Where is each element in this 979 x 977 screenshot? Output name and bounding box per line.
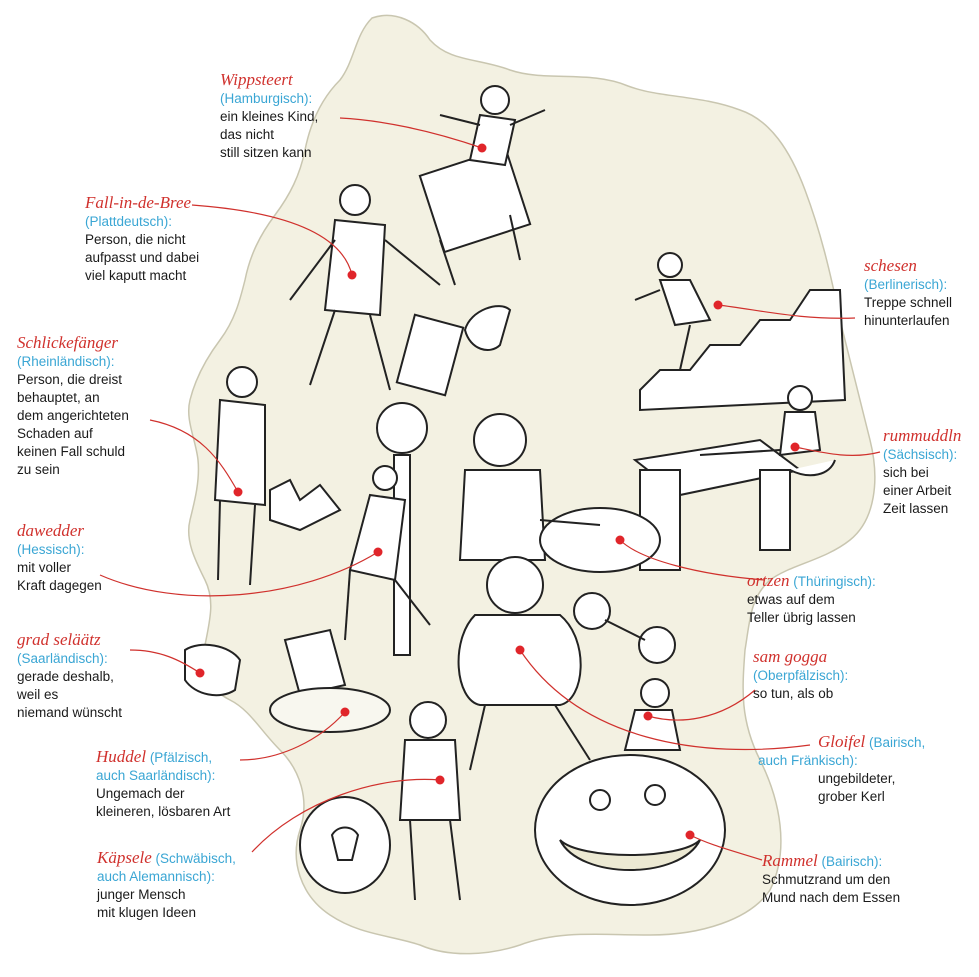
fat-man-scene (457, 556, 591, 771)
meaning-line: etwas auf dem (747, 592, 835, 607)
dialect-label: (Hessisch): (17, 542, 85, 557)
annotation-kaepsele: Käpsele (Schwäbisch, auch Alemannisch): … (97, 848, 236, 922)
term-label: Fall-in-de-Bree (85, 193, 192, 212)
man-desk-scene (632, 385, 836, 571)
meaning-line: dem angerichteten (17, 408, 129, 423)
man-plate-scene (458, 413, 661, 573)
annotation-wippsteert: Wippsteert (Hamburgisch): ein kleines Ki… (220, 70, 318, 162)
meaning-line: niemand wünscht (17, 705, 123, 720)
annotation-rammel: Rammel (Bairisch): Schmutzrand um den Mu… (762, 851, 900, 907)
dialect-label: (Plattdeutsch): (85, 214, 173, 229)
meaning-line: Ungemach der (96, 786, 185, 801)
man-egg-scene (213, 366, 342, 586)
term-label: Käpsele (97, 848, 152, 867)
term-label: Wippsteert (220, 70, 293, 89)
child-dumbbell-scene (573, 592, 682, 751)
term-label: Schlickefänger (17, 333, 119, 352)
meaning-line: ein kleines Kind, (220, 109, 319, 124)
annotation-rummuddln: rummuddln (Sächsisch): sich bei einer Ar… (883, 426, 961, 518)
meaning-line: still sitzen kann (220, 145, 312, 160)
meaning-line: Mund nach dem Essen (762, 890, 901, 905)
woman-stairs-scene (634, 252, 847, 412)
dialect-label: (Saarländisch): (17, 651, 108, 666)
meaning-line: das nicht (220, 127, 275, 142)
meaning-line: mit voller (17, 560, 72, 575)
term-label: ortzen (747, 571, 790, 590)
lamppost-scene (344, 402, 431, 656)
dialect-label: (Rheinländisch): (17, 354, 115, 369)
dialect-label-cont: auch Saarländisch): (96, 768, 216, 783)
meaning-line: Person, die nicht (85, 232, 186, 247)
annotation-grad-selaeaetz: grad seläätz (Saarländisch): gerade desh… (17, 630, 122, 722)
meaning-line: Person, die dreist (17, 372, 123, 387)
meaning-line: grober Kerl (818, 789, 885, 804)
dialect-label: (Thüringisch): (793, 574, 876, 589)
meaning-line: Treppe schnell (864, 295, 953, 310)
term-label: Gloifel (818, 732, 866, 751)
dirty-mouth-face-scene (534, 754, 726, 906)
dialect-label: (Hamburgisch): (220, 91, 313, 106)
meaning-line: Kraft dagegen (17, 578, 102, 593)
term-label: dawedder (17, 521, 85, 540)
boy-lightbulb-scene (299, 701, 462, 901)
annotation-sam-gogga: sam gogga (Oberpfälzisch): so tun, als o… (753, 647, 848, 703)
meaning-line: Zeit lassen (883, 501, 949, 516)
dialect-label: (Bairisch, (868, 735, 926, 750)
meaning-line: mit klugen Ideen (97, 905, 197, 920)
annotation-schlickefaenger: Schlickefänger (Rheinländisch): Person, … (17, 333, 129, 479)
meaning-line: Teller übrig lassen (747, 610, 856, 625)
meaning-line: sich bei (883, 465, 929, 480)
term-label: grad seläätz (17, 630, 101, 649)
meaning-line: junger Mensch (97, 887, 186, 902)
leader-lines (99, 117, 881, 861)
annotation-huddel: Huddel (Pfälzisch, auch Saarländisch): U… (96, 747, 230, 821)
dialect-label-cont: auch Alemannisch): (97, 869, 215, 884)
clumsy-man-scene (289, 184, 512, 397)
dialect-label: (Pfälzisch, (149, 750, 213, 765)
dialect-label: (Schwäbisch, (155, 851, 236, 866)
meaning-line: einer Arbeit (883, 483, 952, 498)
meaning-line: behauptet, an (17, 390, 100, 405)
term-label: Huddel (96, 747, 147, 766)
dialect-label: (Berlinerisch): (864, 277, 948, 292)
tipped-cup-scene (184, 628, 391, 733)
meaning-line: viel kaputt macht (85, 268, 187, 283)
meaning-line: keinen Fall schuld (17, 444, 126, 459)
annotation-ortzen: ortzen (Thüringisch): etwas auf dem Tell… (747, 571, 876, 627)
term-label: rummuddln (883, 426, 962, 445)
dialect-label: (Sächsisch): (883, 447, 958, 462)
annotation-dawedder: dawedder (Hessisch): mit voller Kraft da… (17, 521, 102, 595)
term-label: sam gogga (753, 647, 828, 666)
marker-dots (195, 143, 800, 840)
annotation-schesen: schesen (Berlinerisch): Treppe schnell h… (864, 256, 952, 330)
meaning-line: aufpasst und dabei (85, 250, 200, 265)
dialect-label: (Oberpfälzisch): (753, 668, 849, 683)
dialect-label-cont: auch Fränkisch): (758, 753, 858, 768)
meaning-line: ungebildeter, (818, 771, 896, 786)
meaning-line: Schmutzrand um den (762, 872, 891, 887)
meaning-line: weil es (17, 687, 59, 702)
meaning-line: kleineren, lösbaren Art (96, 804, 231, 819)
term-label: Rammel (762, 851, 818, 870)
annotation-fall-in-de-bree: Fall-in-de-Bree (Plattdeutsch): Person, … (85, 193, 199, 285)
meaning-line: so tun, als ob (753, 686, 834, 701)
meaning-line: zu sein (17, 462, 60, 477)
dialect-label: (Bairisch): (821, 854, 883, 869)
meaning-line: hinunterlaufen (864, 313, 950, 328)
term-label: schesen (864, 256, 917, 275)
meaning-line: Schaden auf (17, 426, 93, 441)
annotation-gloifel: Gloifel (Bairisch, auch Fränkisch): unge… (758, 732, 926, 806)
meaning-line: gerade deshalb, (17, 669, 114, 684)
